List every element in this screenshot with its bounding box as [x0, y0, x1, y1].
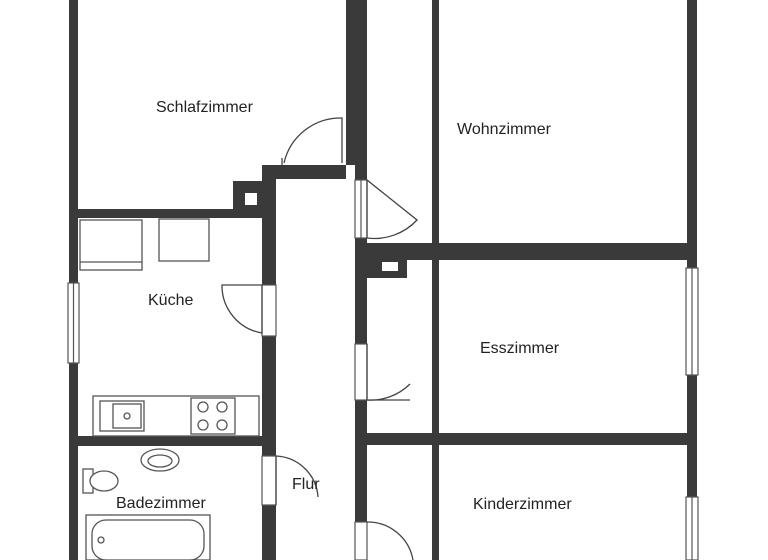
window-corridor-right-2 [354, 343, 368, 401]
room-label-badezimmer: Badezimmer [116, 495, 206, 512]
door-kitchen-arc [221, 284, 263, 334]
wall-corridor-right-b [355, 400, 367, 522]
wall-living-bottom [367, 243, 697, 260]
wall-kitchen-top [78, 209, 264, 218]
room-label-kueche: Küche [148, 292, 194, 309]
door-living-arc [366, 178, 418, 240]
wall-door-header [276, 165, 346, 179]
sink-drain-icon [123, 412, 131, 420]
wall-kitchen-bottom [78, 436, 264, 446]
wall-corridor-left-top [262, 165, 276, 285]
room-label-wohnzimmer: Wohnzimmer [457, 121, 551, 138]
wall-left-outer [69, 0, 78, 560]
wall-living-left [432, 0, 439, 248]
room-label-schlafzimmer: Schlafzimmer [156, 99, 253, 116]
washbasin-inner [147, 454, 173, 468]
room-label-kinderzimmer: Kinderzimmer [473, 496, 572, 513]
bathtub-drain-icon [97, 536, 105, 544]
walls [69, 0, 697, 560]
chimney-right-inner [382, 262, 398, 271]
chimney-left-inner [245, 193, 257, 205]
toilet-bowl-icon [89, 470, 119, 492]
window-corridor-left [261, 284, 277, 337]
wall-right-outer [687, 0, 697, 268]
cabinet [158, 218, 210, 262]
door-bedroom-arc [283, 117, 343, 164]
stove [190, 397, 236, 435]
wall-corridor-right-a [355, 238, 367, 344]
wall-kids-left [432, 445, 439, 560]
wall-bedroom-right [346, 0, 355, 165]
room-label-esszimmer: Esszimmer [480, 340, 560, 357]
door-bath-arc [275, 455, 319, 498]
kitchen-fixtures [79, 218, 260, 437]
window-corridor-left-2 [261, 455, 277, 506]
wall-corridor-right-top [355, 0, 367, 180]
wall-dining-left [432, 260, 439, 433]
burner-icon-4 [216, 419, 228, 431]
wall-corridor-left-low [262, 505, 276, 560]
windows [67, 179, 699, 560]
burner-icon-2 [216, 401, 228, 413]
bathtub-inner [91, 519, 205, 560]
door-dining-arc [366, 344, 411, 401]
door-kids-arc [366, 521, 414, 560]
burner-icon-1 [197, 401, 209, 413]
wall-corridor-left-mid [262, 336, 276, 456]
wall-dining-bottom [367, 433, 697, 445]
doors [221, 117, 418, 560]
room-label-flur: Flur [292, 476, 320, 493]
burner-icon-3 [197, 419, 209, 431]
window-corridor-right-3 [354, 521, 368, 560]
bathroom-fixtures [82, 448, 211, 560]
